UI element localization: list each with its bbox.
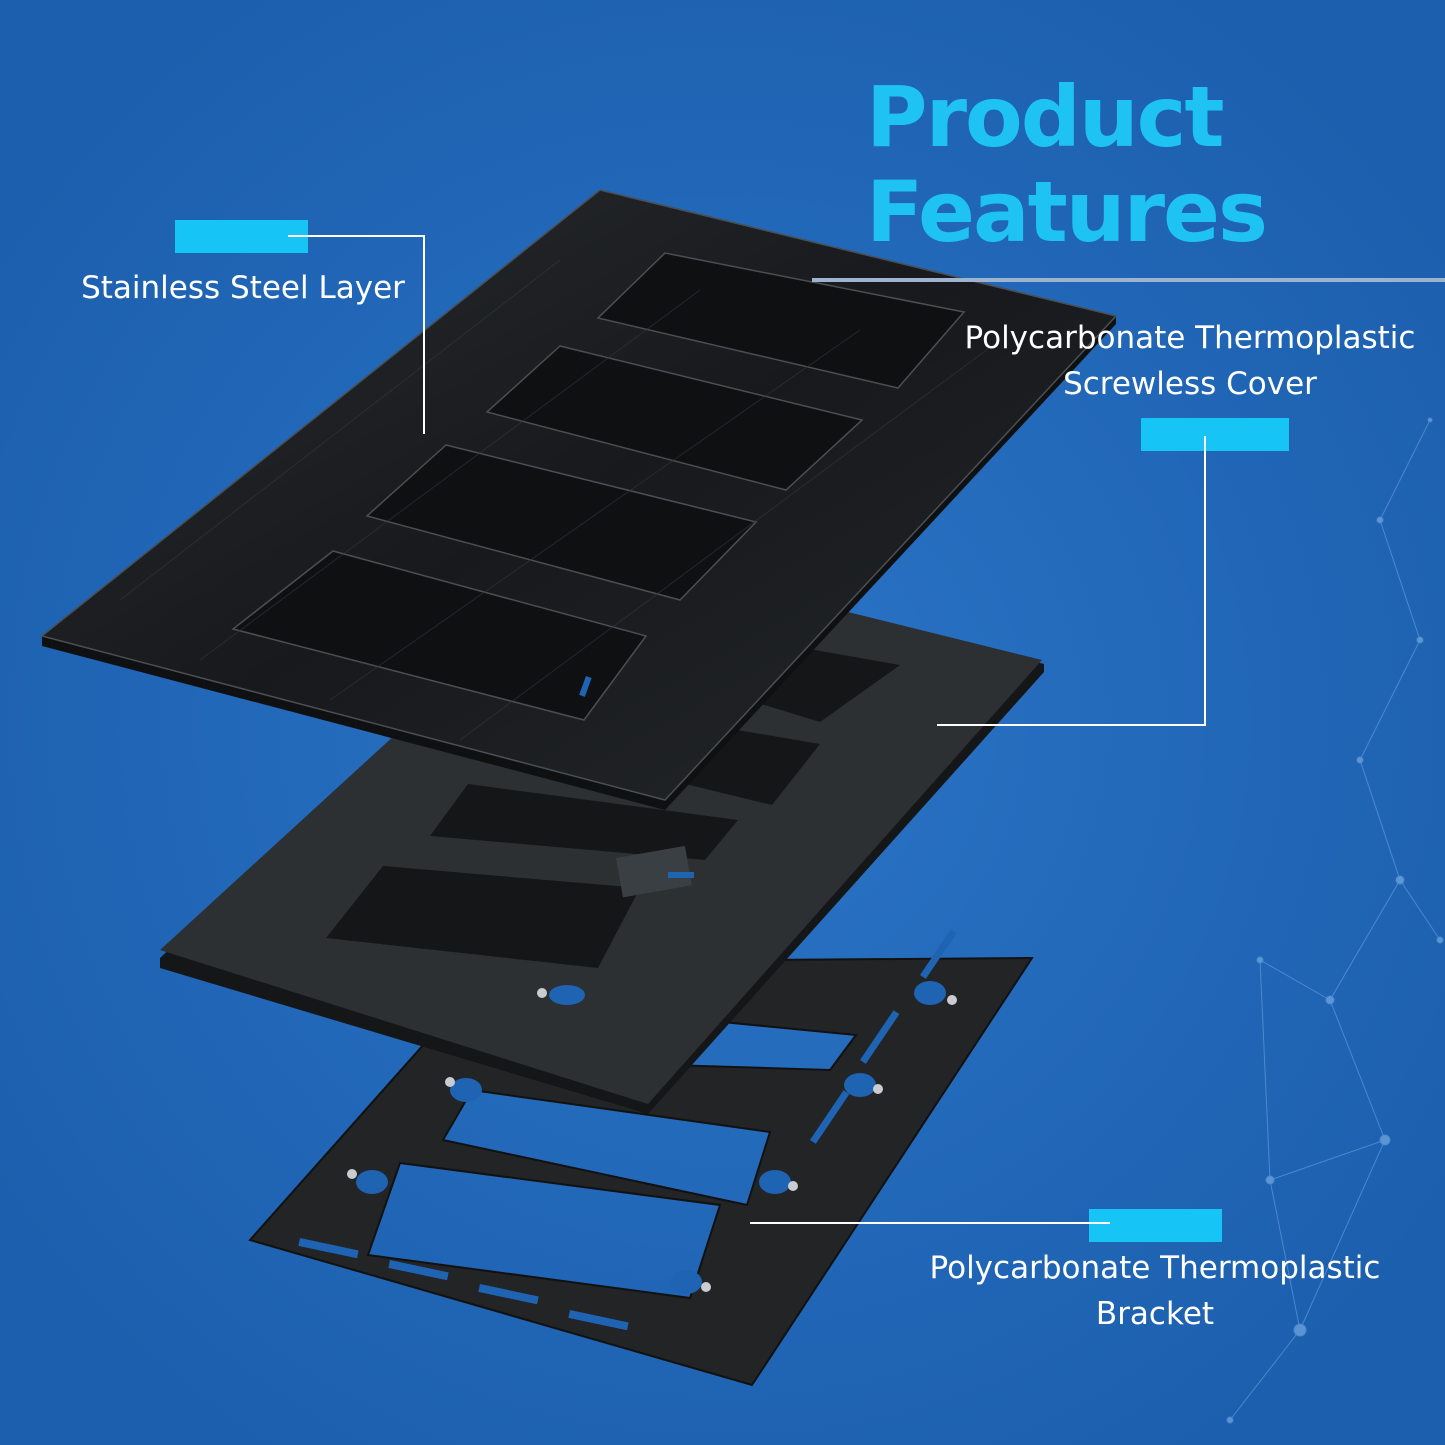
bracket-layer	[248, 929, 1034, 1387]
stainless-steel-layer	[40, 189, 1118, 810]
cover-callout	[937, 418, 1289, 726]
bracket-label-line-2: Bracket	[1095, 1296, 1215, 1332]
steel-layer-label: Stainless Steel Layer	[60, 265, 426, 311]
bracket-label: Polycarbonate Thermoplastic Bracket	[905, 1245, 1405, 1337]
cover-leader-line	[937, 436, 1206, 726]
cover-label: Polycarbonate Thermoplastic Screwless Co…	[945, 315, 1435, 407]
network-dots-icon	[1226, 417, 1444, 1424]
steel-tag	[175, 220, 308, 253]
steel-leader-line	[288, 235, 425, 434]
bracket-label-line-1: Polycarbonate Thermoplastic	[929, 1250, 1381, 1286]
steel-callout	[175, 220, 425, 434]
bracket-tag	[1089, 1209, 1222, 1242]
cover-layer	[160, 550, 1044, 1114]
bracket-callout	[750, 1209, 1222, 1242]
cover-label-line-2: Screwless Cover	[1063, 366, 1317, 402]
title-line-1: Product	[866, 68, 1225, 166]
cover-label-line-1: Polycarbonate Thermoplastic	[964, 320, 1416, 356]
cover-tag	[1141, 418, 1289, 451]
steel-layer-label-text: Stainless Steel Layer	[81, 270, 405, 306]
title-line-2: Features	[866, 163, 1268, 261]
page-title: Product Features	[866, 68, 1268, 261]
